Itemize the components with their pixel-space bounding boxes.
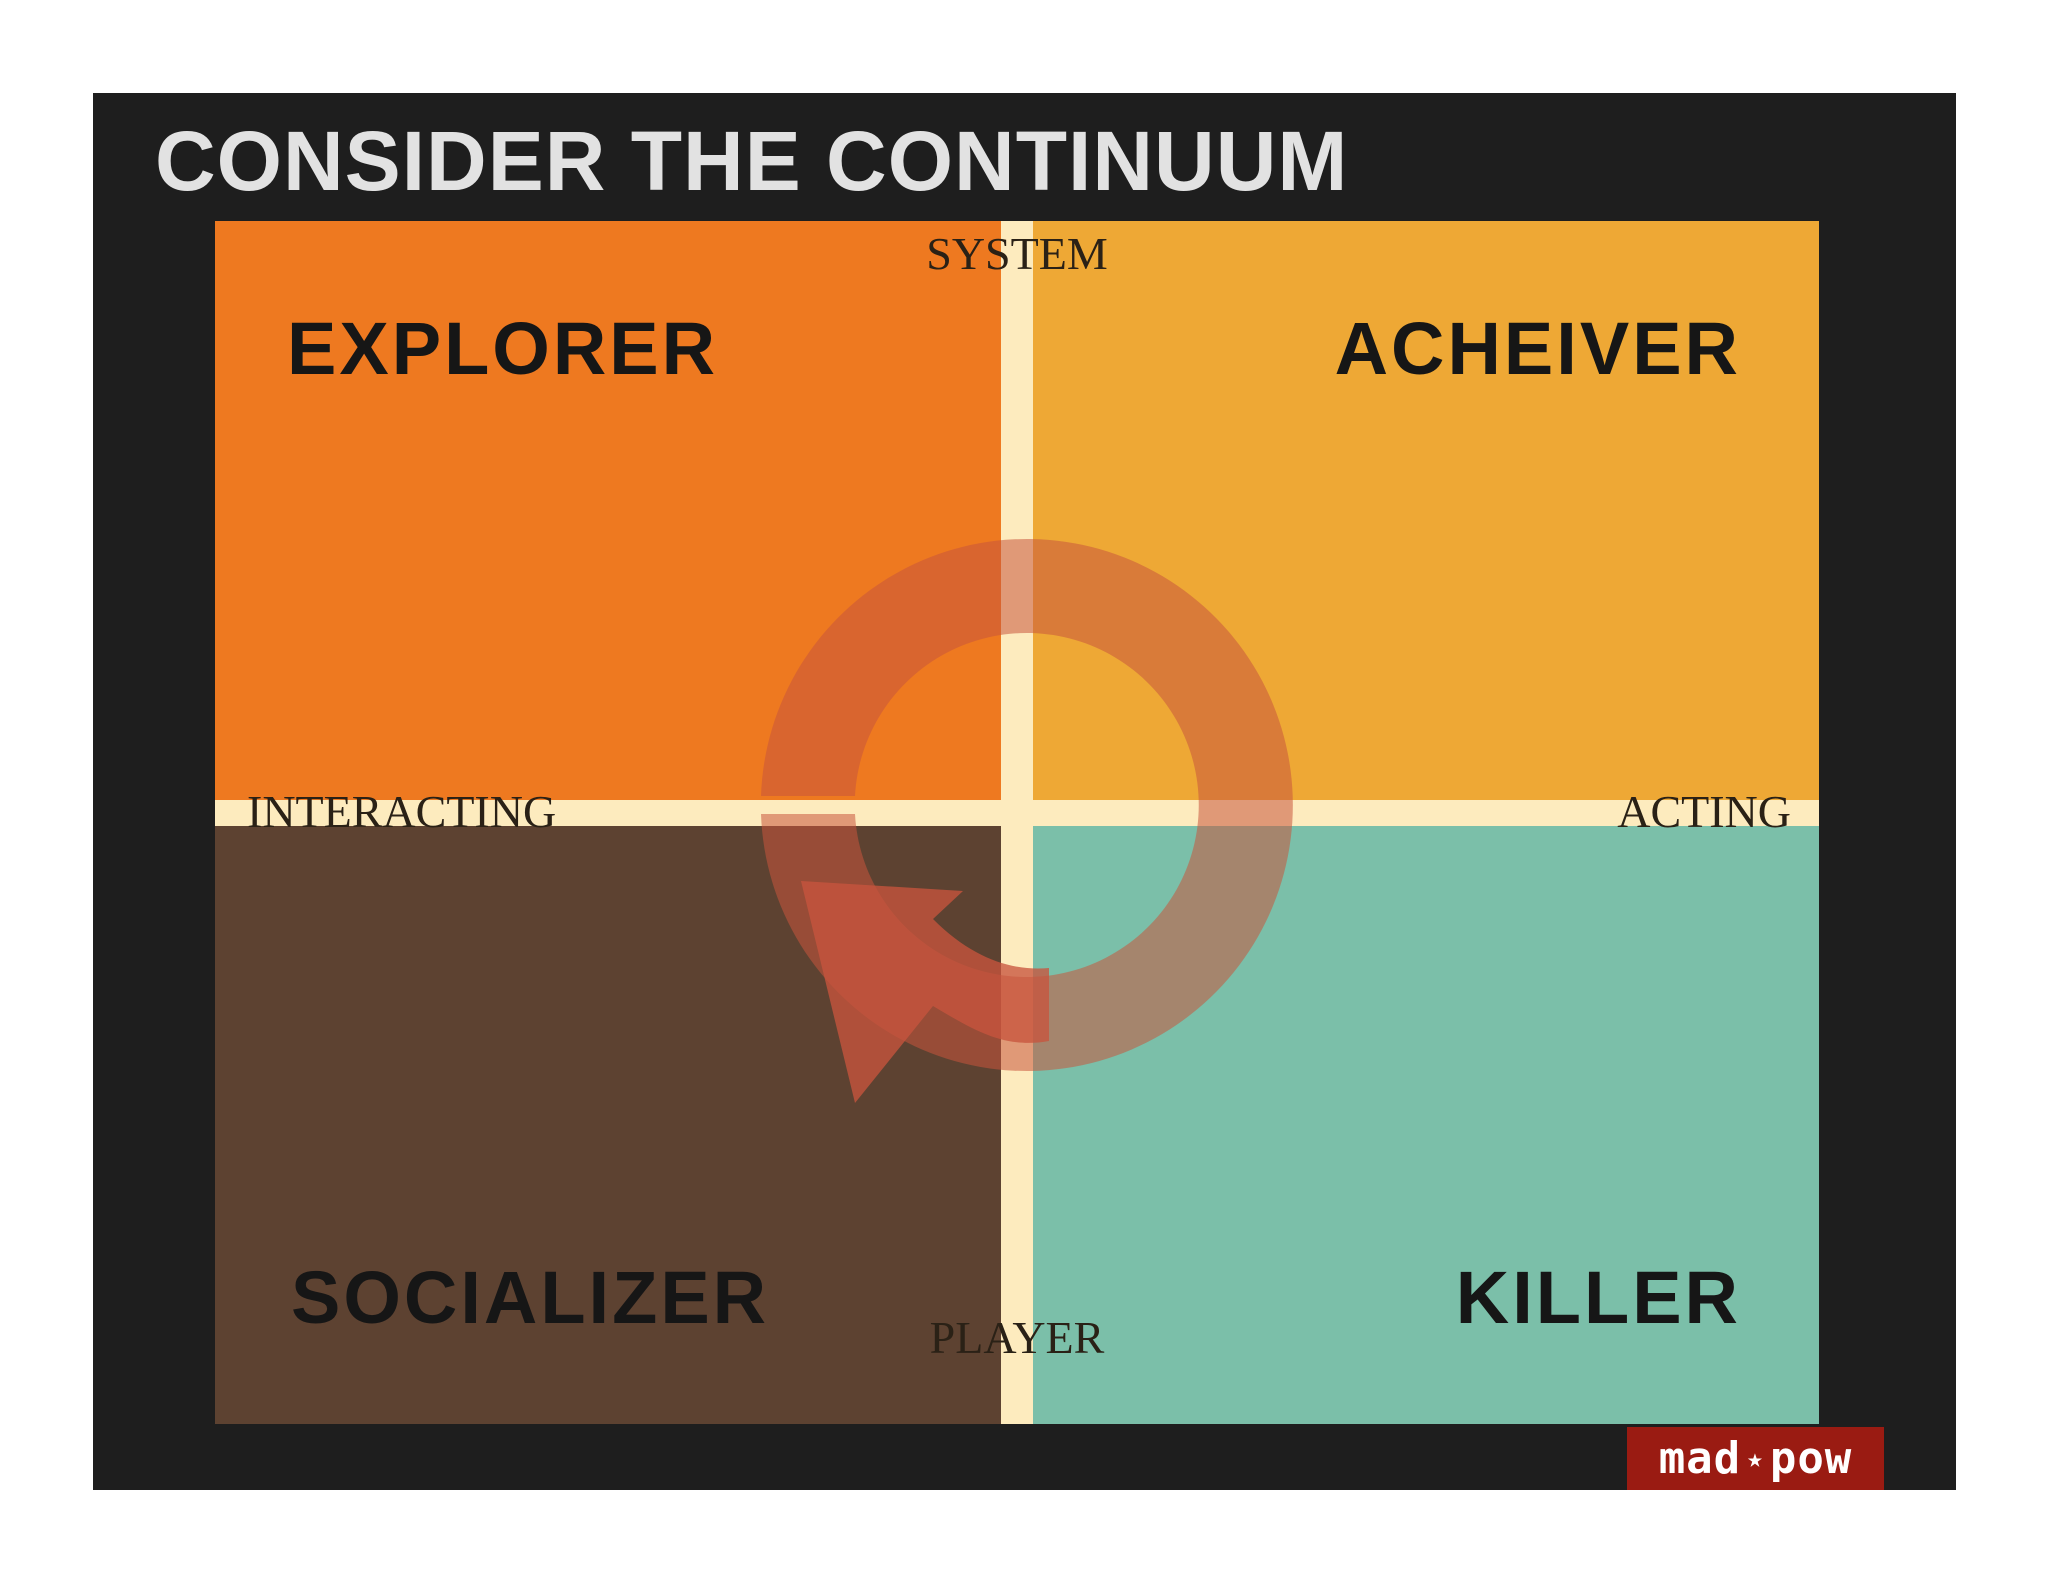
axis-label-player: PLAYER: [929, 1312, 1105, 1363]
label-killer: KILLER: [1455, 1256, 1741, 1339]
axis-label-acting: ACTING: [1617, 786, 1791, 837]
logo-word-mad: mad: [1658, 1433, 1742, 1484]
cycle-arrowhead: [801, 881, 1049, 1103]
slide: CONSIDER THE CONTINUUM EXPLORER ACHEIVER…: [93, 93, 1956, 1490]
logo-star-icon: ★: [1747, 1443, 1764, 1474]
label-socializer: SOCIALIZER: [291, 1256, 770, 1339]
quadrant-achiever: [1033, 221, 1819, 800]
label-achiever: ACHEIVER: [1334, 307, 1741, 390]
label-explorer: EXPLORER: [287, 307, 719, 390]
slide-title: CONSIDER THE CONTINUUM: [155, 114, 1349, 208]
logo-word-pow: pow: [1769, 1433, 1853, 1484]
cycle-arrow-icon: [761, 539, 1293, 1103]
madpow-logo: mad ★ pow: [1627, 1427, 1884, 1490]
quadrant-diagram: EXPLORER ACHEIVER SOCIALIZER KILLER SYST…: [215, 221, 1819, 1424]
axis-label-interacting: INTERACTING: [247, 786, 557, 837]
axis-label-system: SYSTEM: [926, 228, 1108, 279]
